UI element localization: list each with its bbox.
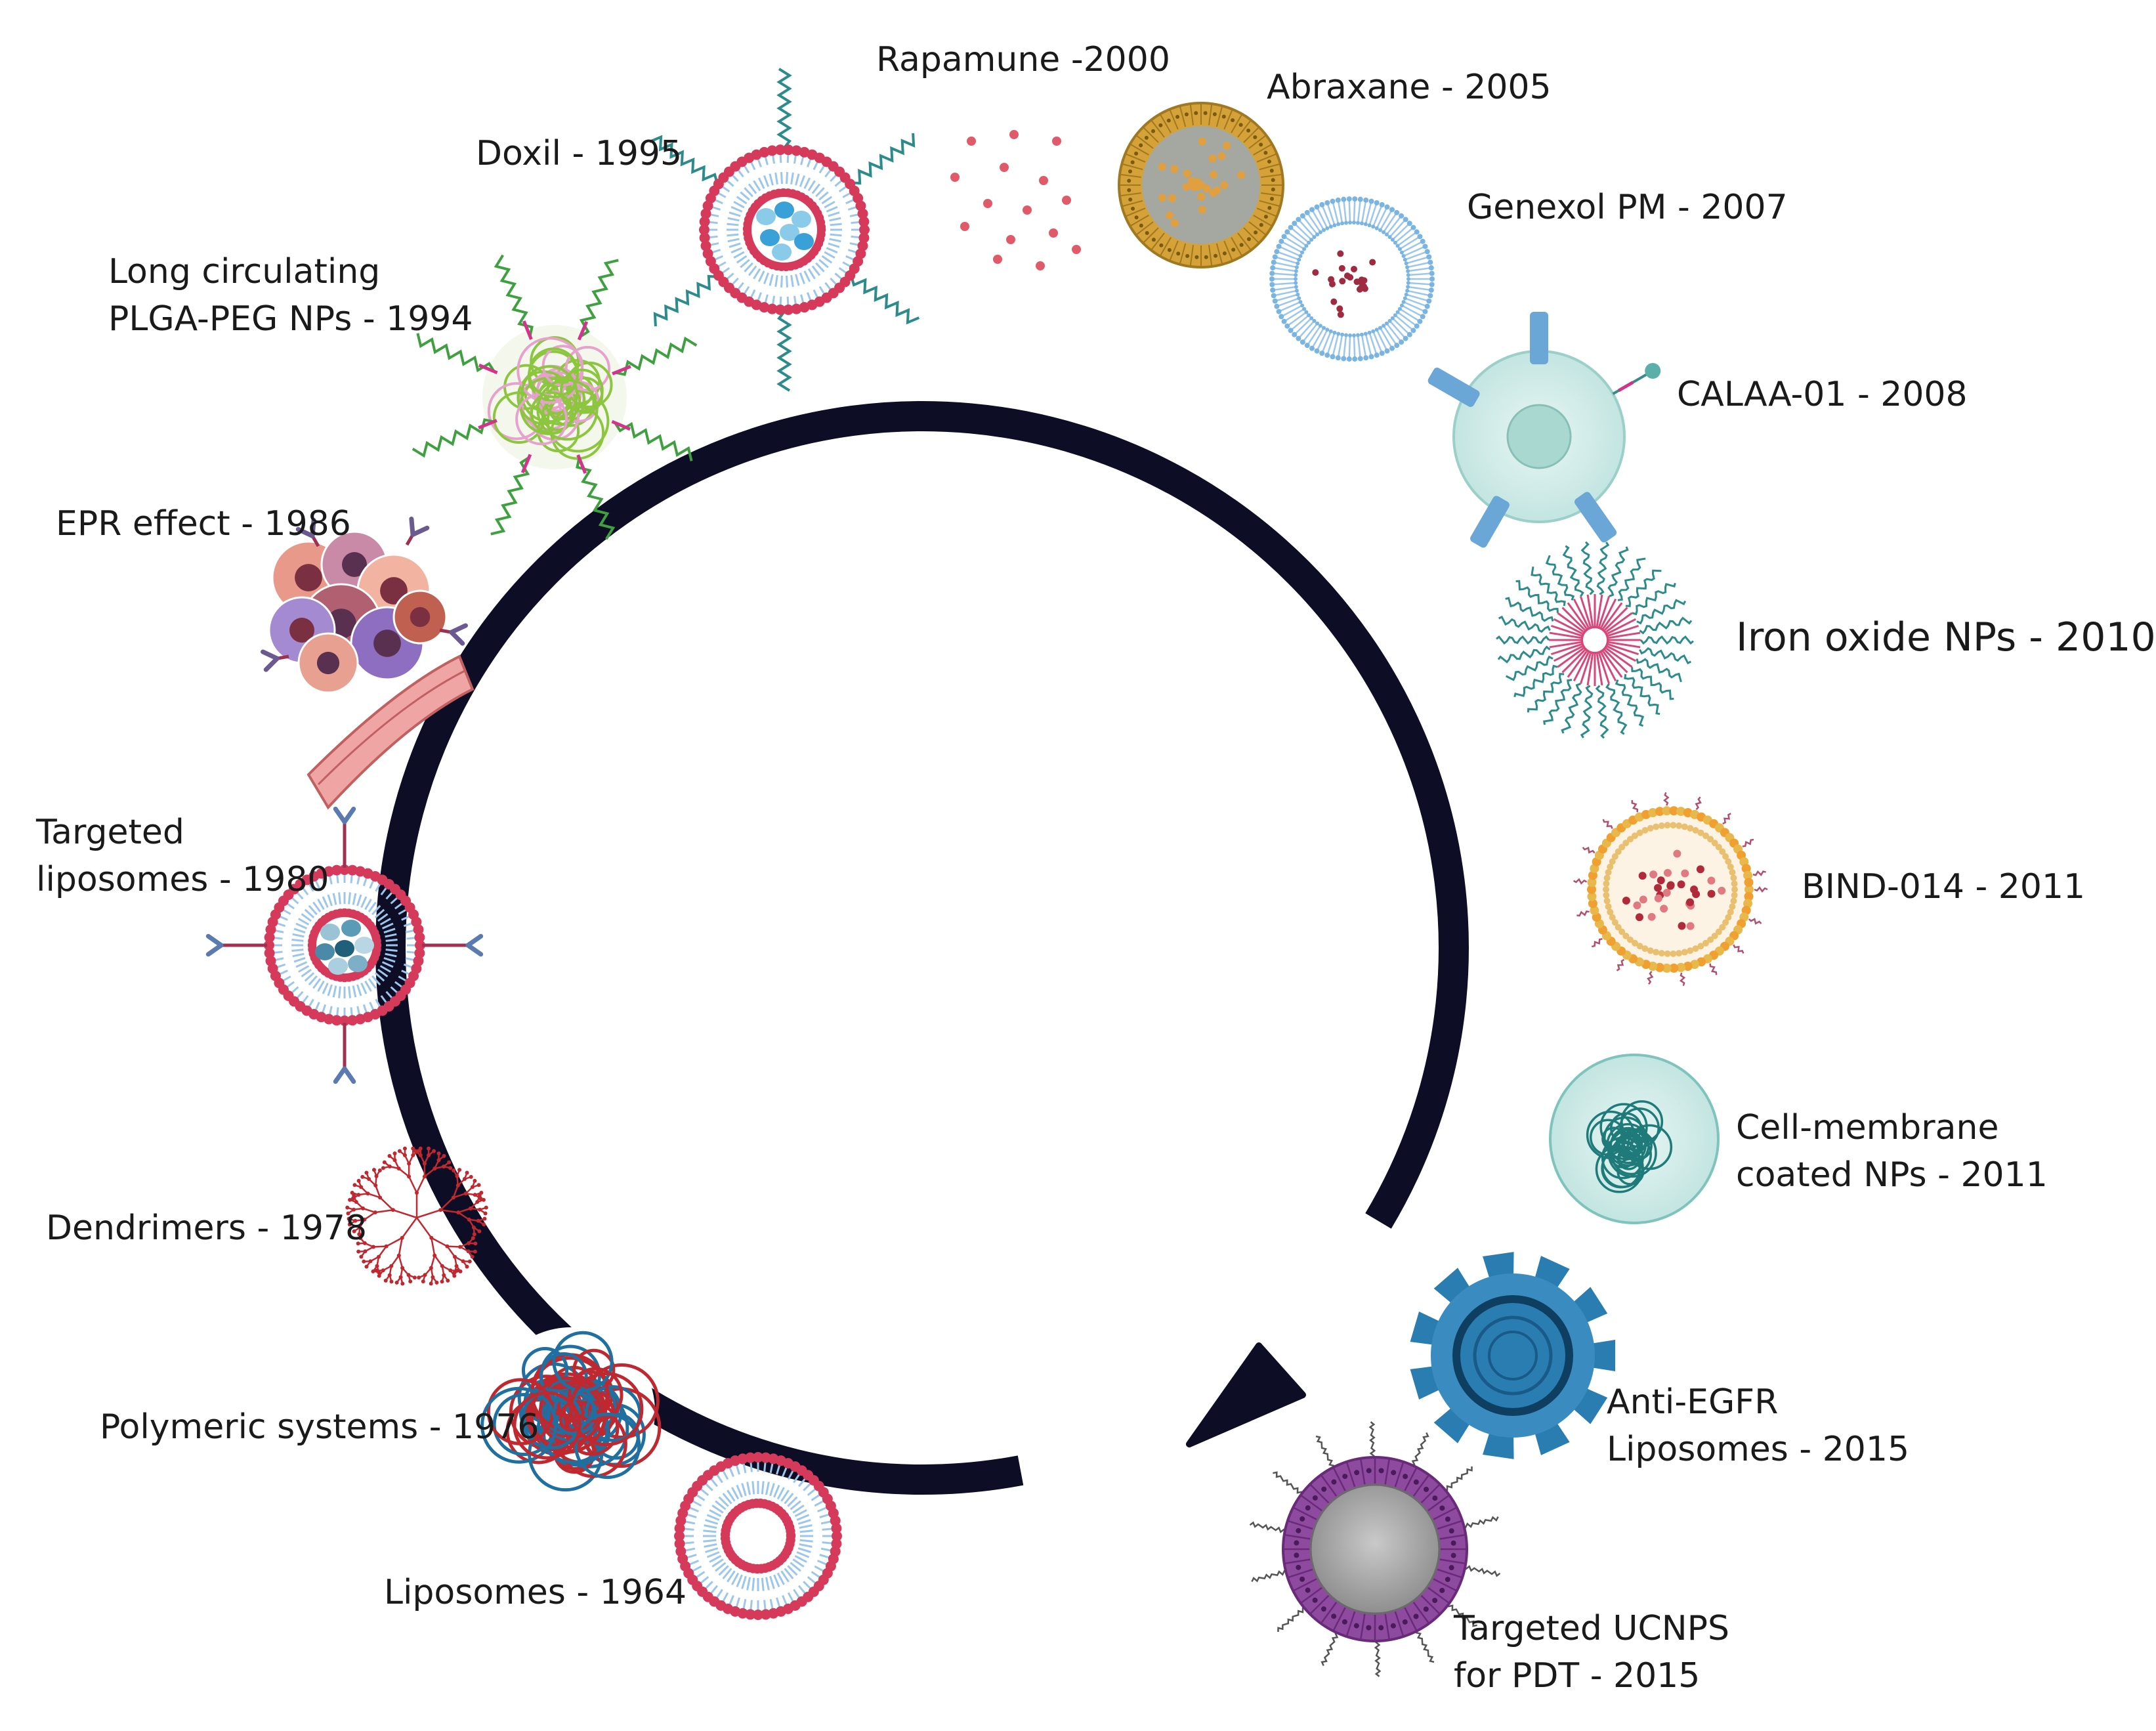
calaa-01-nanoparticle-icon <box>1426 312 1660 549</box>
label-line: Cell-membrane <box>1736 1104 2048 1151</box>
label-liposomes-1964: Liposomes - 1964 <box>384 1569 687 1616</box>
label-line: Targeted UCNPS <box>1454 1605 1729 1652</box>
label-calaa-01-2008: CALAA-01 - 2008 <box>1677 371 1968 418</box>
polymeric-micelle-icon <box>1269 196 1435 362</box>
label-line: PLGA-PEG NPs - 1994 <box>108 295 473 343</box>
liposome-icon <box>674 1452 842 1620</box>
bind-014-nanoparticle-icon <box>1574 792 1767 986</box>
label-targeted-ucnps-2015: Targeted UCNPS for PDT - 2015 <box>1454 1605 1729 1699</box>
label-line: Anti-EGFR <box>1607 1378 1909 1426</box>
label-cell-membrane-2011: Cell-membrane coated NPs - 2011 <box>1736 1104 2048 1199</box>
label-line: Targeted <box>36 809 329 856</box>
tumor-vessel-icon <box>263 519 473 807</box>
label-line: coated NPs - 2011 <box>1736 1151 2048 1199</box>
label-line: liposomes - 1980 <box>36 856 329 903</box>
anti-egfr-liposome-icon <box>1410 1252 1615 1459</box>
label-line: for PDT - 2015 <box>1454 1652 1729 1699</box>
label-doxil-1995: Doxil - 1995 <box>476 130 682 177</box>
iron-oxide-nanoparticle-icon <box>1496 542 1693 738</box>
label-genexol-pm-2007: Genexol PM - 2007 <box>1467 184 1788 231</box>
label-polymeric-systems-1976: Polymeric systems - 1976 <box>100 1403 539 1451</box>
label-iron-oxide-2010: Iron oxide NPs - 2010 <box>1736 614 2156 661</box>
timeline-diagram: Liposomes - 1964 Polymeric systems - 197… <box>0 0 2097 1728</box>
label-targeted-liposomes-1980: Targeted liposomes - 1980 <box>36 809 329 903</box>
label-epr-effect-1986: EPR effect - 1986 <box>56 500 351 547</box>
label-dendrimers-1978: Dendrimers - 1978 <box>46 1205 367 1252</box>
label-rapamune-2000: Rapamune -2000 <box>876 36 1170 83</box>
abraxane-albumin-nanoparticle-icon <box>1119 103 1283 267</box>
nanocrystal-dots-icon <box>950 130 1081 270</box>
timeline-arc <box>391 416 1454 1480</box>
timeline-arrow <box>391 416 1454 1480</box>
arrowhead <box>1189 1346 1303 1444</box>
cell-membrane-coated-nanoparticle-icon <box>1550 1055 1718 1223</box>
label-plga-peg-1994: Long circulating PLGA-PEG NPs - 1994 <box>108 248 473 343</box>
label-line: Long circulating <box>108 248 473 295</box>
label-abraxane-2005: Abraxane - 2005 <box>1267 64 1552 111</box>
label-line: Liposomes - 2015 <box>1607 1426 1909 1473</box>
label-bind-014-2011: BIND-014 - 2011 <box>1802 863 2085 910</box>
label-anti-egfr-2015: Anti-EGFR Liposomes - 2015 <box>1607 1378 1909 1473</box>
